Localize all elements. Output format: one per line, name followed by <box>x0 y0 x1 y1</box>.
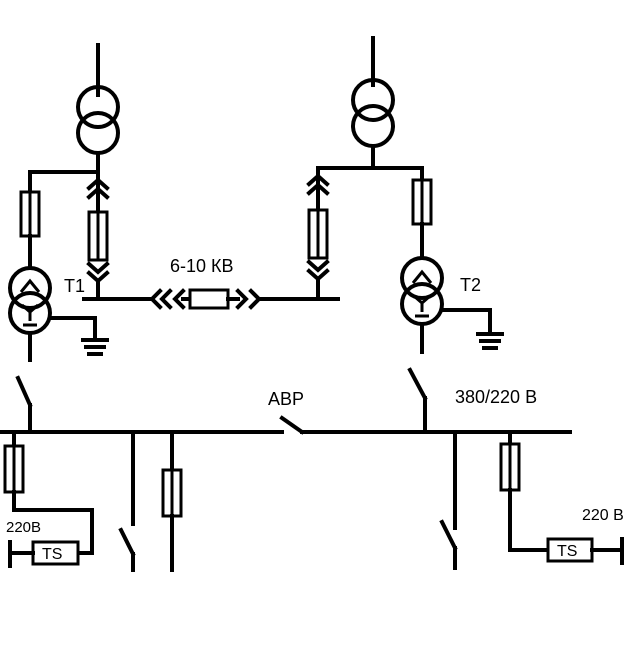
t1-switch <box>15 331 33 434</box>
hv-bus-label: 6-10 КВ <box>170 256 234 276</box>
hv-bus <box>82 288 340 310</box>
left-hv-fuse <box>19 170 41 270</box>
transformer-t2 <box>400 256 444 326</box>
wye-icon <box>21 303 39 327</box>
right-feeder-switch <box>439 430 458 570</box>
left-feeder-fuse <box>161 430 183 572</box>
left-feeder-switch <box>118 430 136 572</box>
t2-label: T2 <box>460 275 481 295</box>
right-supply-transformer <box>351 36 395 170</box>
wye-icon <box>413 294 431 318</box>
t2-switch <box>407 322 428 434</box>
right-hv-fuse <box>411 166 433 260</box>
right-hv-cartridge <box>306 166 330 301</box>
ts-left-label: TS <box>42 546 62 563</box>
avr-switch <box>279 415 305 435</box>
lv-bus <box>0 415 572 435</box>
left-supply-transformer <box>76 43 120 174</box>
delta-icon <box>19 278 41 293</box>
delta-icon <box>411 269 433 284</box>
avr-label: АВР <box>268 389 304 409</box>
t1-label: T1 <box>64 276 85 296</box>
left-hv-cartridge <box>86 170 110 301</box>
t2-ground-icon <box>440 308 504 350</box>
t1-ground-icon <box>48 316 109 356</box>
left-feeder-ts <box>3 430 94 568</box>
ts-right-label: TS <box>557 543 577 560</box>
bus-tie-fuse <box>188 288 230 310</box>
lv-bus-label: 380/220 В <box>455 387 537 407</box>
right-voltage-label: 220 В <box>582 507 624 524</box>
right-feeder-ts <box>499 430 624 565</box>
left-voltage-label: 220В <box>6 519 41 536</box>
transformer-t1 <box>8 266 52 335</box>
